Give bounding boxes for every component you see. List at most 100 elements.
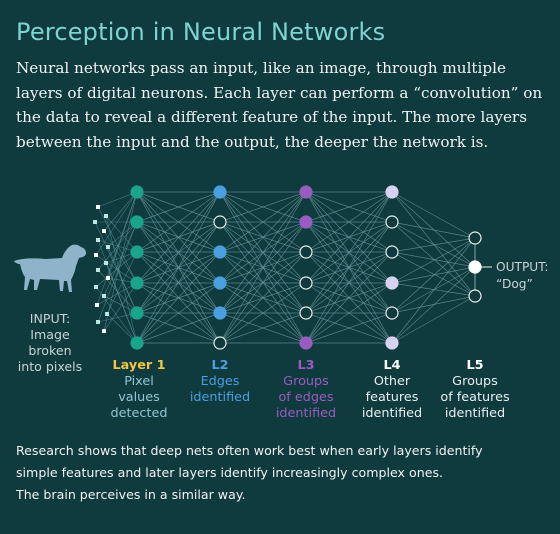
- footer-line: simple features and later layers identif…: [16, 465, 444, 480]
- connection-line: [391, 251, 476, 297]
- neuron-node: [213, 245, 227, 259]
- layer-description: identified: [276, 406, 336, 421]
- input-connection: [97, 191, 138, 208]
- connection-line: [136, 191, 221, 284]
- connection-line: [136, 191, 221, 223]
- neuron-node: [213, 215, 227, 229]
- layer-name: L5: [466, 358, 483, 373]
- connection-line: [391, 237, 476, 314]
- input-label-line: Image: [30, 327, 70, 342]
- pixel-square: [102, 229, 106, 233]
- connection-line: [219, 191, 307, 284]
- connection-line: [305, 221, 393, 344]
- input-connection: [97, 206, 138, 284]
- connection-line: [391, 221, 476, 268]
- neuron-node: [299, 245, 313, 259]
- neuron-node: [385, 245, 399, 259]
- neuron-node: [468, 231, 482, 245]
- neuron-node: [213, 185, 227, 199]
- neuron-node: [299, 306, 313, 320]
- connection-line: [136, 221, 221, 344]
- connection-line: [391, 266, 476, 284]
- neuron-node: [213, 276, 227, 290]
- connection-line: [391, 221, 476, 239]
- layer-name: L4: [383, 358, 400, 373]
- neuron-node: [385, 185, 399, 199]
- layer-description: values: [118, 390, 160, 405]
- neuron-node: [299, 185, 313, 199]
- input-connection: [97, 312, 138, 323]
- connection-line: [219, 191, 307, 344]
- connection-line: [219, 251, 307, 344]
- layer-description: identified: [445, 406, 505, 421]
- input-connection: [96, 191, 138, 306]
- pixel-square: [102, 329, 106, 333]
- layer-description: Groups: [283, 374, 329, 389]
- connection-lines: [94, 191, 492, 344]
- connection-line: [219, 191, 307, 314]
- neuron-node: [130, 276, 144, 290]
- input-connection: [103, 191, 138, 332]
- footer-line: Research shows that deep nets often work…: [16, 443, 483, 458]
- connection-line: [391, 237, 476, 344]
- pixel-square: [102, 294, 106, 298]
- connection-line: [136, 191, 221, 314]
- connection-line: [219, 221, 307, 344]
- layer-description: detected: [111, 406, 168, 421]
- connection-line: [391, 282, 476, 297]
- input-label-line: INPUT:: [30, 311, 71, 326]
- connection-line: [391, 191, 476, 297]
- layer-labels: Layer 1PixelvaluesdetectedL2Edgesidentif…: [111, 358, 510, 421]
- connection-line: [391, 221, 476, 297]
- connection-line: [391, 237, 476, 253]
- neuron-node: [385, 336, 399, 350]
- neuron-node: [213, 306, 227, 320]
- footer-line: The brain perceives in a similar way.: [16, 487, 246, 502]
- pixel-square: [106, 245, 110, 249]
- connection-line: [391, 191, 476, 268]
- pixel-square: [104, 261, 108, 265]
- input-connection: [103, 230, 138, 284]
- page-title: Perception in Neural Networks: [16, 18, 386, 46]
- connection-line: [305, 282, 393, 344]
- neuron-node: [299, 276, 313, 290]
- neuron-node: [130, 215, 144, 229]
- neuron-node: [130, 306, 144, 320]
- input-connection: [95, 254, 138, 284]
- output-node: [470, 262, 480, 272]
- layer-description: of features: [440, 390, 510, 405]
- network-nodes: [130, 185, 482, 350]
- input-label-line: broken: [28, 343, 71, 358]
- layer-name: Layer 1: [112, 358, 165, 373]
- connection-line: [391, 295, 476, 344]
- connection-line: [305, 191, 393, 223]
- layer-description: Other: [374, 374, 411, 389]
- layer-description: features: [366, 390, 419, 405]
- input-connection: [95, 251, 138, 288]
- connection-line: [219, 191, 307, 223]
- connection-line: [305, 191, 393, 314]
- connection-line: [305, 191, 393, 344]
- pixel-square: [105, 312, 109, 316]
- connection-line: [305, 251, 393, 344]
- connection-line: [391, 237, 476, 284]
- neuron-node: [213, 336, 227, 350]
- input-connection: [103, 191, 138, 232]
- connection-line: [219, 282, 307, 344]
- pixel-square: [96, 320, 100, 324]
- connection-line: [305, 191, 393, 253]
- layer-description: identified: [190, 390, 250, 405]
- connection-line: [136, 282, 221, 344]
- input-pixels: [93, 205, 110, 333]
- input-connection: [106, 251, 138, 315]
- connection-line: [136, 191, 221, 253]
- pixel-square: [93, 220, 97, 224]
- connection-line: [391, 191, 476, 239]
- connection-line: [391, 295, 476, 314]
- layer-name: L2: [211, 358, 228, 373]
- connection-line: [305, 312, 393, 344]
- neuron-node: [468, 289, 482, 303]
- dog-silhouette-icon: [14, 244, 86, 292]
- input-label-line: into pixels: [18, 359, 83, 374]
